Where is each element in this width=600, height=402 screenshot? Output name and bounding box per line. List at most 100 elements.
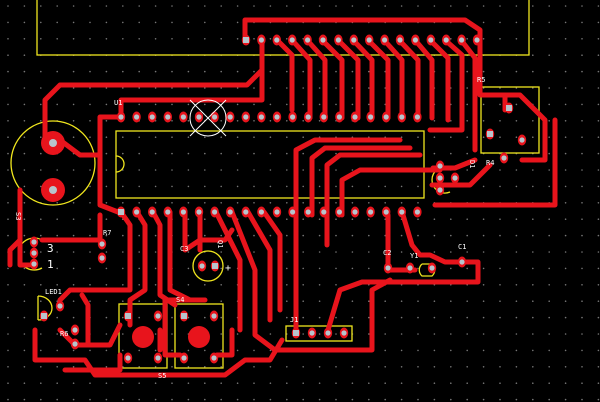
- grid-dot: [433, 300, 436, 303]
- s5-pad: [153, 310, 163, 322]
- grid-dot: [532, 185, 534, 188]
- grid-dot: [23, 152, 26, 155]
- r5-pad: [485, 128, 495, 140]
- grid-dot: [335, 152, 337, 155]
- grid-dot: [515, 284, 518, 286]
- grid-dot: [220, 366, 222, 368]
- grid-dot: [581, 382, 583, 385]
- grid-dot: [204, 398, 206, 401]
- grid-dot: [548, 136, 550, 138]
- grid-dot: [7, 54, 9, 56]
- grid-dot: [400, 316, 403, 319]
- grid-dot: [40, 38, 42, 40]
- grid-dot: [23, 267, 26, 270]
- grid-dot: [351, 234, 354, 237]
- grid-dot: [236, 185, 239, 188]
- grid-dot: [417, 333, 419, 335]
- grid-dot: [597, 54, 600, 56]
- grid-dot: [433, 251, 436, 253]
- grid-dot: [204, 103, 206, 106]
- grid-dot: [220, 38, 222, 40]
- grid-dot: [40, 152, 42, 155]
- grid-dot: [302, 267, 305, 270]
- grid-dot: [269, 398, 272, 401]
- grid-dot: [23, 202, 26, 204]
- grid-dot: [368, 267, 370, 270]
- grid-dot: [564, 284, 567, 286]
- grid-dot: [105, 202, 108, 204]
- grid-dot: [450, 5, 452, 7]
- grid-dot: [286, 202, 288, 204]
- grid-dot: [23, 218, 26, 220]
- grid-dot: [318, 5, 321, 7]
- grid-dot: [597, 218, 600, 220]
- grid-dot: [204, 38, 206, 40]
- grid-dot: [318, 333, 321, 335]
- grid-dot: [89, 349, 91, 352]
- grid-dot: [318, 366, 321, 368]
- u1-top-pin-pad: [210, 111, 219, 123]
- grid-dot: [23, 349, 26, 352]
- grid-dot: [187, 5, 190, 7]
- grid-dot: [7, 103, 9, 106]
- grid-dot: [466, 382, 469, 385]
- grid-dot: [548, 349, 550, 352]
- grid-dot: [581, 398, 583, 401]
- grid-dot: [564, 366, 567, 368]
- u1-bottom-pin-pad: [335, 206, 344, 218]
- lcd-pin-pad: [411, 34, 420, 46]
- grid-dot: [482, 103, 485, 106]
- c3-outline: [192, 250, 224, 282]
- grid-dot: [72, 103, 75, 106]
- grid-dot: [187, 169, 190, 171]
- grid-dot: [105, 5, 108, 7]
- grid-dot: [171, 333, 173, 335]
- grid-dot: [335, 398, 337, 401]
- grid-dot: [581, 349, 583, 352]
- grid-dot: [532, 5, 534, 7]
- grid-dot: [122, 300, 124, 303]
- grid-dot: [499, 398, 501, 401]
- grid-dot: [450, 316, 452, 319]
- grid-dot: [105, 251, 108, 253]
- grid-dot: [105, 366, 108, 368]
- grid-dot: [40, 349, 42, 352]
- grid-dot: [122, 202, 124, 204]
- grid-dot: [72, 185, 75, 188]
- grid-dot: [204, 218, 206, 220]
- label-r7: R7: [103, 229, 111, 237]
- grid-dot: [89, 202, 91, 204]
- grid-dot: [105, 70, 108, 73]
- grid-dot: [122, 38, 124, 40]
- grid-dot: [138, 267, 140, 270]
- grid-dot: [450, 366, 452, 368]
- grid-dot: [253, 382, 255, 385]
- grid-dot: [433, 349, 436, 352]
- q1-pad: [29, 258, 39, 270]
- grid-dot: [220, 251, 222, 253]
- grid-dot: [286, 87, 288, 89]
- lcd-pin-pad: [272, 34, 281, 46]
- r5-pad: [504, 102, 514, 114]
- grid-dot: [532, 38, 534, 40]
- grid-dot: [384, 366, 387, 368]
- d1-pad: [435, 184, 445, 196]
- grid-dot: [89, 267, 91, 270]
- grid-dot: [548, 333, 550, 335]
- grid-dot: [72, 300, 75, 303]
- grid-dot: [72, 38, 75, 40]
- grid-dot: [581, 120, 583, 122]
- grid-dot: [400, 5, 403, 7]
- u1-top-pin-pad: [319, 111, 328, 123]
- grid-dot: [122, 251, 124, 253]
- grid-dot: [40, 300, 42, 303]
- grid-dot: [122, 382, 124, 385]
- grid-dot: [548, 284, 550, 286]
- grid-dot: [318, 382, 321, 385]
- grid-dot: [56, 349, 58, 352]
- c3-pad: [210, 260, 220, 272]
- grid-dot: [417, 5, 419, 7]
- grid-dot: [482, 5, 485, 7]
- grid-dot: [581, 300, 583, 303]
- grid-dot: [466, 136, 469, 138]
